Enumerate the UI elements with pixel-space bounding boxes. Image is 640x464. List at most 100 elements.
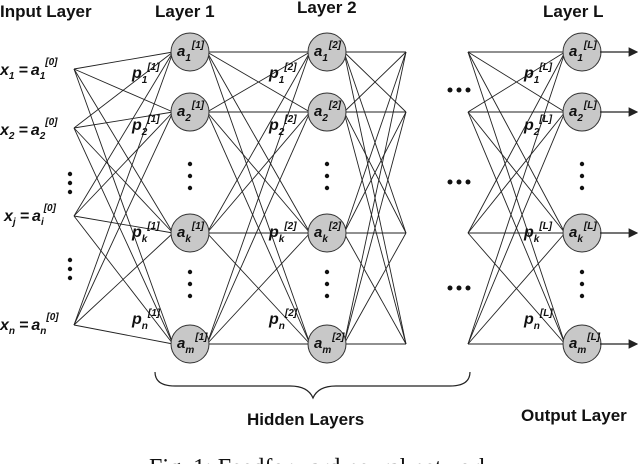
edge-input-2-0 [73,51,174,217]
node-layer2-m: am[2] [307,324,347,364]
nodes: a1[1] a2[1] ak[1] am[1] a1[2] a2[2] ak[2] am[2]… [170,32,602,364]
input-label-n: xn=an[0] [0,312,59,337]
node-label: a2[1] [177,100,205,124]
node-label: a2[2] [314,100,342,124]
hidden-layers-brace [154,371,471,400]
edge-in-lL-3-1 [467,111,566,345]
edge-in-lL-1-0 [467,51,566,113]
edge-input-0-3 [73,68,174,345]
hidden-layers-label: Hidden Layers [247,410,364,429]
weight-label-layer2-n: pn[2] [268,308,298,332]
edge-l2-out-3-2 [343,232,407,345]
input-layer-heading: Input Layer [0,2,92,21]
edge-l2-out-2-0 [343,51,407,234]
node-circle [170,32,210,72]
node-label: ak[2] [314,221,342,245]
node-layer2-2: a2[2] [307,92,347,132]
weight-labels: p1[1] p2[1] pk[1] pn[1] p1[2] p2[2] pk[2] pn[2]… [131,62,553,332]
edge-l1-l2-3-0 [206,51,311,345]
output-arrows [600,47,639,349]
edge-input-3-0 [73,51,174,326]
node-label: a1[2] [314,40,342,64]
svg-text:xj=ai[0]: xj=ai[0] [3,203,57,228]
node-layer1-1: a1[1] [170,32,210,72]
node-label: a2[L] [569,100,597,124]
node-circle [307,32,347,72]
layer-vertical-dots [187,161,585,299]
edge-l2-out-1-0 [343,51,407,113]
node-label: ak[1] [177,221,205,245]
node-label: a1[L] [569,40,597,64]
node-layer3-2: a2[L] [562,92,602,132]
edge-l1-l2-3-1 [206,111,311,345]
node-circle [307,324,347,364]
edge-l1-l2-2-0 [206,51,311,234]
node-layer3-m: am[L] [562,324,602,364]
weight-label-layer1-2: p2[1] [131,114,160,138]
edge-l1-l2-1-0 [206,51,311,113]
weight-label-layer3-1: p1[L] [523,62,553,86]
input-label-j: xj=ai[0] [3,203,57,228]
weight-label-layer3-k: pk[L] [523,221,553,245]
edge-l2-out-3-1 [343,111,407,345]
weight-label-layer3-n: pn[L] [523,308,553,332]
edge-in-lL-3-2 [467,232,566,345]
weight-label-layer1-n: pn[1] [131,308,161,332]
output-layer-label: Output Layer [521,406,627,425]
edge-l2-out-3-0 [343,51,407,345]
edge-input-2-2 [73,215,174,234]
svg-text:x1=a1[0]: x1=a1[0] [0,57,58,82]
node-circle [170,92,210,132]
edge-input-3-1 [73,111,174,326]
node-label: am[1] [177,332,208,356]
node-layer3-k: ak[L] [562,213,602,253]
weight-label-layer1-k: pk[1] [131,221,160,245]
weight-label-layer1-1: p1[1] [131,62,160,86]
node-layer1-2: a2[1] [170,92,210,132]
edge-input-1-0 [73,51,174,129]
input-vertical-dots [67,171,73,281]
weight-label-layer2-2: p2[2] [268,114,297,138]
edge-in-lL-3-0 [467,51,566,345]
weight-label-layer2-1: p1[2] [268,62,297,86]
node-layer1-m: am[1] [170,324,210,364]
layerL-heading: Layer L [543,2,603,21]
node-circle [307,213,347,253]
node-label: am[2] [314,332,345,356]
node-circle [170,213,210,253]
edge-in-lL-2-0 [467,51,566,234]
edge-input-1-2 [73,127,174,234]
node-label: ak[L] [569,221,597,245]
edge-l1-l2-3-2 [206,232,311,345]
edge-input-2-3 [73,215,174,345]
node-circle [170,324,210,364]
layer1-heading: Layer 1 [155,2,215,21]
edge-input-1-3 [73,127,174,345]
node-layer3-1: a1[L] [562,32,602,72]
node-circle [307,92,347,132]
layer2-heading: Layer 2 [297,0,357,17]
node-label: a1[1] [177,40,205,64]
input-label-2: x2=a2[0] [0,117,58,142]
input-label-1: x1=a1[0] [0,57,58,82]
edge-input-3-3 [73,324,174,345]
node-layer1-k: ak[1] [170,213,210,253]
edge-l1-l2-2-1 [206,111,311,234]
node-layer2-1: a1[2] [307,32,347,72]
weight-label-layer2-k: pk[2] [268,221,297,245]
edge-input-0-0 [73,51,174,70]
edge-l2-out-2-1 [343,111,407,234]
edge-input-3-2 [73,232,174,326]
edge-in-lL-2-1 [467,111,566,234]
node-label: am[L] [569,332,601,356]
svg-text:x2=a2[0]: x2=a2[0] [0,117,58,142]
edge-input-2-1 [73,111,174,217]
node-layer2-k: ak[2] [307,213,347,253]
edge-input-0-2 [73,68,174,234]
svg-text:xn=an[0]: xn=an[0] [0,312,59,337]
edge-input-1-1 [73,111,174,129]
horizontal-ellipsis [447,87,471,291]
connections [73,51,566,345]
weight-label-layer3-2: p2[L] [523,114,553,138]
